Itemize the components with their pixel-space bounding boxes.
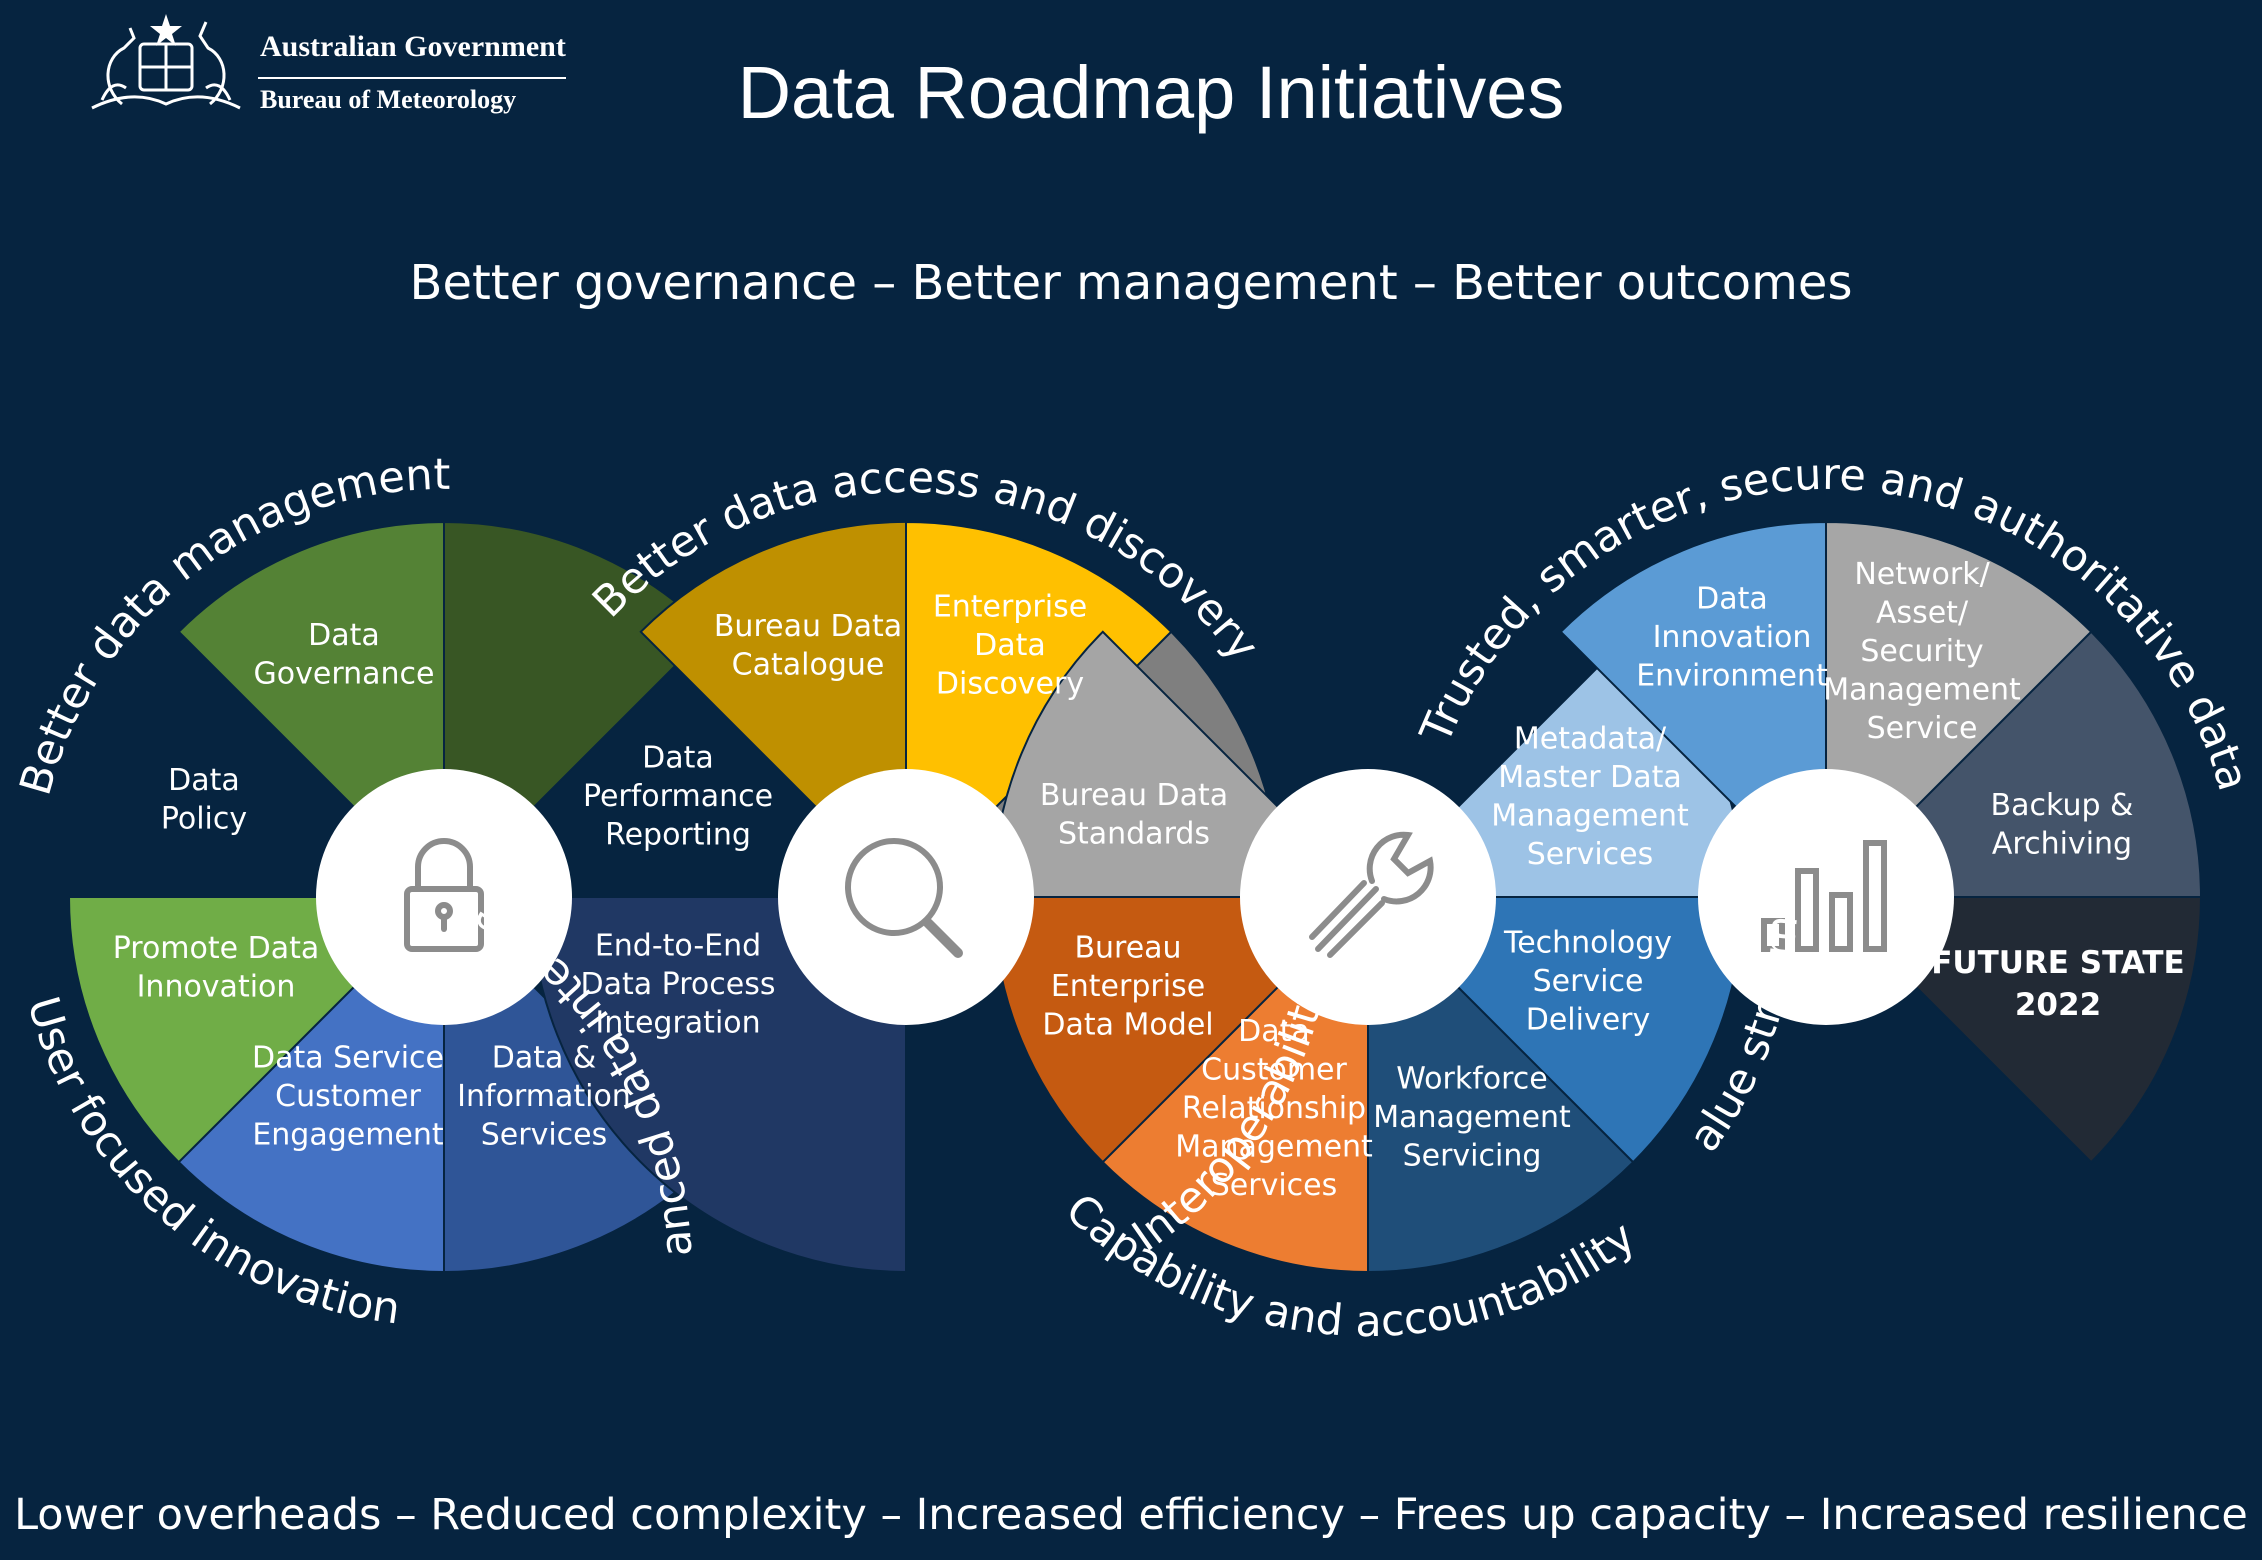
segment-label-line: Services (1211, 1168, 1338, 1203)
footer-benefits: Lower overheads – Reduced complexity – I… (14, 1490, 2248, 1540)
segment-label-backup-archiving: Backup & Archiving (1991, 787, 2134, 861)
hub-circle (316, 769, 572, 1025)
segment-label-line: Service (1867, 711, 1978, 746)
segment-label-line: Bureau Data (714, 608, 902, 643)
segment-label-line: Archiving (1992, 826, 2132, 861)
segment-label-line: Security (1860, 634, 1983, 669)
segment-label-line: Data Model (1042, 1007, 1213, 1042)
segment-label-line: Innovation (1653, 620, 1812, 655)
segment-label-line: Standards (1058, 816, 1210, 851)
segment-label-line: Engagement (252, 1117, 444, 1152)
segment-label-line: Information (457, 1079, 631, 1114)
lock-icon (404, 838, 484, 952)
segment-label-line: Management (1491, 798, 1689, 833)
magnifier-icon (845, 838, 963, 958)
hub-circle (1698, 769, 1954, 1025)
segment-label-line: Workforce (1396, 1061, 1548, 1096)
segment-label-line: Metadata/ (1514, 721, 1667, 756)
segment-label-line: Data Process (581, 967, 776, 1002)
segment-label-line: Service (1533, 964, 1644, 999)
segment-label-line: Management (1373, 1100, 1571, 1135)
segment-label-line: Customer (1201, 1052, 1347, 1087)
org-divider (258, 77, 566, 79)
segment-label-line: FUTURE STATE (1931, 945, 2184, 981)
segment-label-line: Data (308, 617, 380, 652)
segment-label-line: Management (1175, 1129, 1373, 1164)
segment-label-line: Technology (1503, 925, 1672, 960)
segment-label-line: Enterprise (933, 589, 1087, 624)
segment-label-line: Management (1823, 672, 2021, 707)
segment-label-line: Reporting (605, 817, 751, 852)
segment-label-line: Customer (275, 1079, 421, 1114)
segment-label-line: Integration (595, 1005, 760, 1040)
org-name-line1: Australian Government (260, 30, 566, 63)
hub-circle (778, 769, 1034, 1025)
segment-label-line: Data (1238, 1014, 1310, 1049)
segment-label-line: Data (642, 740, 714, 775)
segment-label-line: End-to-End (595, 928, 761, 963)
segment-label-line: Environment (1636, 658, 1828, 693)
segment-label-line: Data (974, 628, 1046, 663)
segment-label-line: Discovery (936, 666, 1084, 701)
segment-label-line: Delivery (1526, 1002, 1651, 1037)
segment-label-line: Data & (492, 1040, 597, 1075)
segment-label-line: Data (1696, 581, 1768, 616)
segment-label-line: Governance (254, 656, 435, 691)
segment-label-line: Performance (583, 779, 773, 814)
segment-label-line: Services (1527, 836, 1654, 871)
segment-label-line: Data (168, 762, 240, 797)
segment-label-future-state-2022: FUTURE STATE 2022 (1931, 945, 2184, 1023)
segment-label-line: Catalogue (732, 647, 885, 682)
segment-label-line: Enterprise (1051, 969, 1205, 1004)
coat-of-arms-logo (91, 14, 241, 110)
page-title: Data Roadmap Initiatives (737, 51, 1565, 134)
segment-label-line: Servicing (1403, 1138, 1542, 1173)
segment-label-line: Bureau (1074, 930, 1181, 965)
segment-label-line: Data Service (252, 1040, 444, 1075)
segment-label-line: Asset/ (1876, 595, 1969, 630)
segment-label-line: Policy (161, 801, 247, 836)
segment-label-line: Relationship (1182, 1091, 1366, 1126)
segment-label-line: Innovation (137, 969, 296, 1004)
segment-label-line: Bureau Data (1040, 777, 1228, 812)
bar-chart-icon (1761, 840, 1887, 952)
segment-label-line: Promote Data (113, 930, 320, 965)
segment-label-line: Backup & (1991, 787, 2134, 822)
org-name-line2: Bureau of Meteorology (260, 85, 517, 114)
segment-label-line: Services (481, 1117, 608, 1152)
tagline: Better governance – Better management – … (409, 255, 1853, 311)
segment-label-line: Master Data (1498, 759, 1682, 794)
segment-label-line: Network/ (1854, 557, 1990, 592)
segment-label-line: 2022 (2015, 987, 2101, 1023)
wrench-icon (1309, 831, 1434, 958)
